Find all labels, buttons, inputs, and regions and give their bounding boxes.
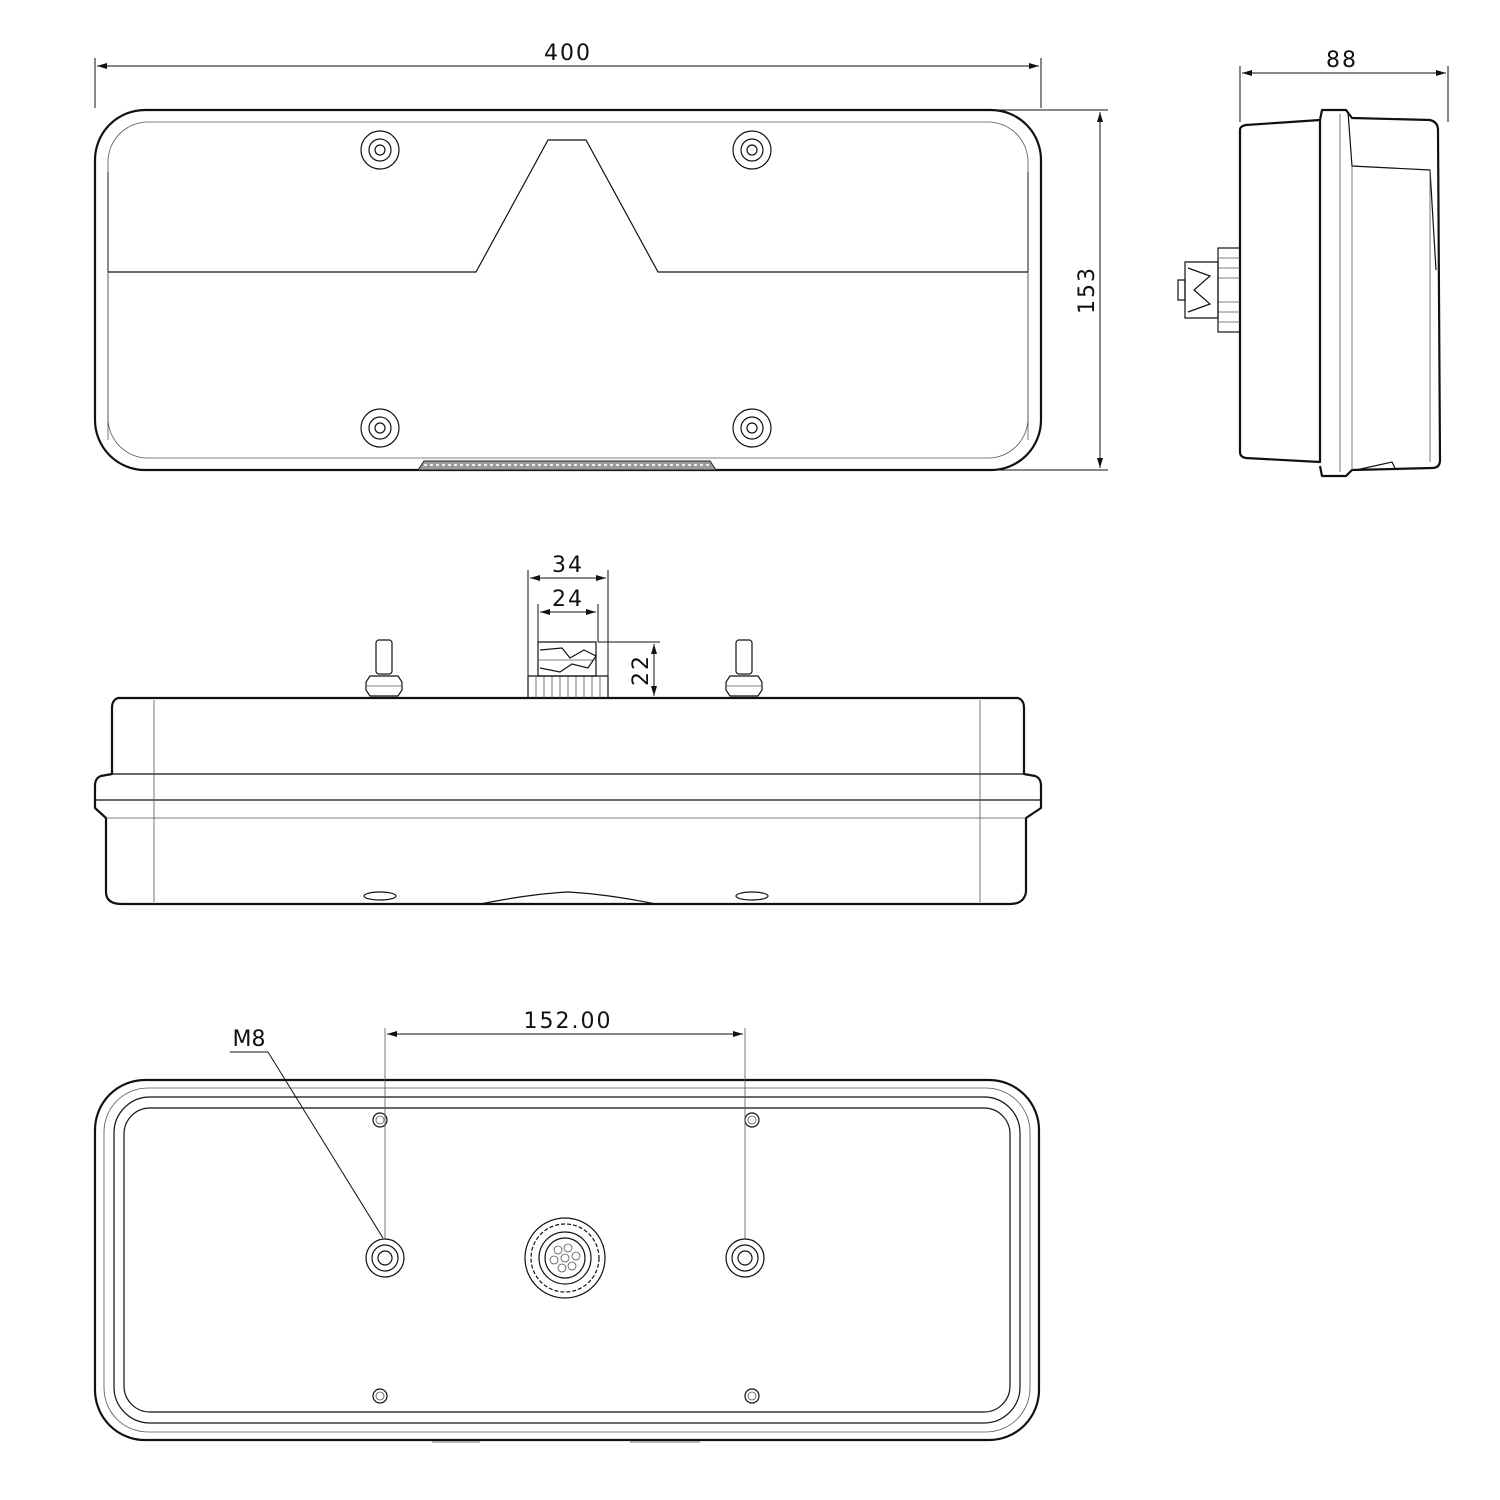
rear-hole-top-left [372,1112,388,1128]
front-screw-top-right [732,130,772,170]
dimension-bolt-spacing: 152.00 [384,1009,746,1240]
top-bolt-left [365,639,403,697]
thread-callout-label: M8 [233,1027,266,1052]
top-view [93,639,1043,906]
dimension-connector-height-label: 22 [629,654,654,686]
dimension-front-height: 153 [985,109,1108,471]
dimension-connector-outer: 34 [527,553,609,676]
dimension-side-depth: 88 [1239,48,1449,122]
front-screw-top-left [360,130,400,170]
top-connector [527,641,609,699]
dimension-connector-height: 22 [598,641,660,699]
reflector-strip [417,460,717,471]
rear-connector-socket [524,1217,606,1299]
rear-hole-top-right [744,1112,760,1128]
rear-view [93,1078,1041,1443]
dimension-front-width-label: 400 [544,41,592,66]
dimension-side-depth-label: 88 [1326,48,1358,73]
dimension-front-width: 400 [94,41,1042,108]
dimension-connector-inner: 24 [537,587,599,642]
dimension-front-height-label: 153 [1075,266,1100,314]
front-screw-bottom-left [360,408,400,448]
rear-bolt-right [725,1238,765,1278]
front-view [93,108,1043,472]
top-bolt-right [725,639,763,697]
rear-bolt-left [365,1238,405,1278]
dimension-bolt-spacing-label: 152.00 [524,1009,613,1034]
thread-callout: M8 [230,1027,384,1239]
rear-hole-bottom-right [744,1388,760,1404]
rear-hole-bottom-left [372,1388,388,1404]
side-connector [1177,247,1241,333]
dimension-connector-outer-label: 34 [552,553,584,578]
dimension-connector-inner-label: 24 [552,587,584,612]
front-screw-bottom-right [732,408,772,448]
side-view [1177,108,1442,478]
